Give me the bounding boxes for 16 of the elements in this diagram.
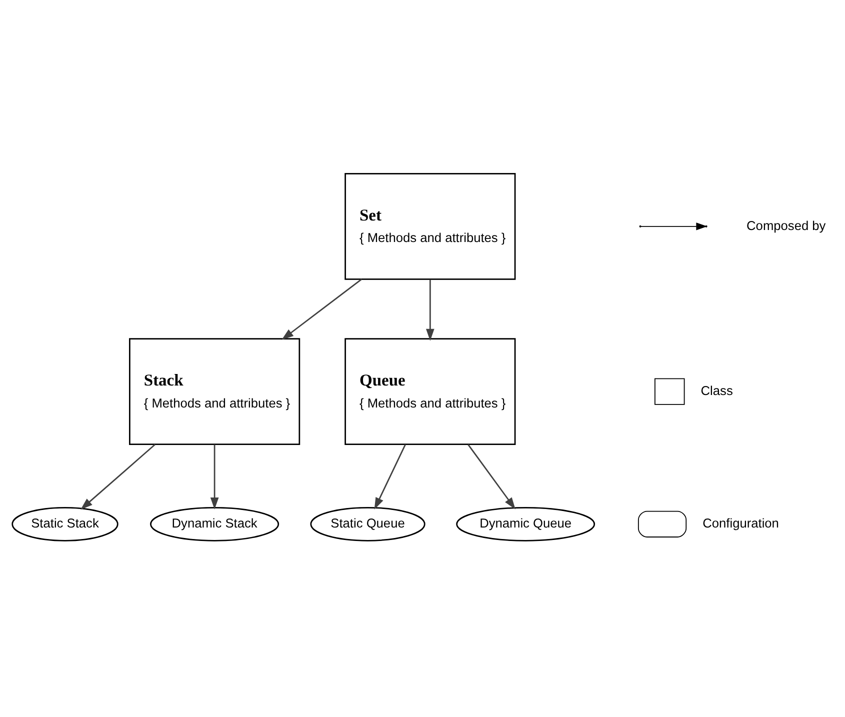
node-ellipse: Static Stack xyxy=(12,506,118,541)
legend-label: Configuration xyxy=(702,515,779,530)
arrow xyxy=(282,278,362,340)
arrow xyxy=(374,444,406,510)
arrow xyxy=(80,444,156,510)
legend-label: Composed by xyxy=(746,217,826,232)
legend-label: Class xyxy=(700,382,733,398)
arrow xyxy=(468,444,516,509)
node-ellipse: Dynamic Stack xyxy=(150,506,280,541)
arrow xyxy=(426,278,434,340)
node-box: Queue { Methods and attributes } xyxy=(344,338,516,445)
node-ellipse: Dynamic Queue xyxy=(456,506,596,541)
arrow xyxy=(210,444,219,509)
node-box: Stack { Methods and attributes } xyxy=(129,338,300,445)
node-box: Set { Methods and attributes } xyxy=(344,172,516,280)
node-ellipse: Static Queue xyxy=(310,506,426,541)
